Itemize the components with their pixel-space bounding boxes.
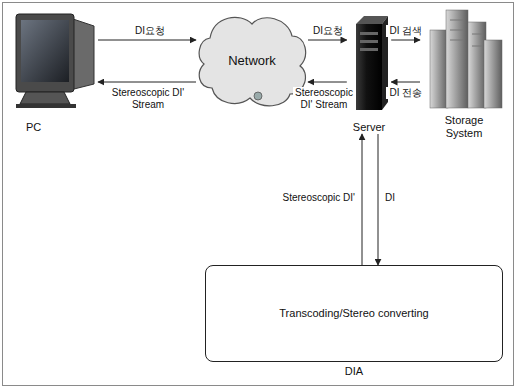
dia-box: Transcoding/Stereo convertingDIA: [205, 265, 503, 362]
arrow-connector: [98, 82, 196, 83]
node-label: Storage System: [434, 114, 494, 140]
edge-label: Stereoscopic DI' Stream: [293, 87, 355, 111]
arrow-connector: [378, 134, 379, 265]
pc-node: PC: [10, 6, 98, 134]
arrow-connector: [362, 134, 363, 265]
arrow-connector: [308, 82, 347, 83]
node-heading: DIA: [206, 365, 502, 378]
pc-illustration: [16, 14, 94, 108]
edge-label: DI 전송: [386, 87, 426, 99]
arrow-connector: [391, 40, 420, 41]
edge-label: DI 검색: [386, 25, 426, 37]
storage-node: Storage System: [420, 6, 508, 140]
node-label: PC: [26, 121, 41, 134]
arrow-connector: [391, 82, 420, 83]
network-cloud: Network: [196, 8, 308, 113]
storage-illustration: [430, 10, 502, 108]
arrow-connector: [308, 40, 347, 41]
edge-label: DI요청: [300, 25, 356, 37]
edge-label: DI: [384, 192, 414, 204]
edge-label: Stereoscopic DI': [262, 192, 356, 204]
node-label: Network: [228, 54, 276, 67]
arrow-connector: [98, 40, 196, 41]
server-illustration: [356, 16, 388, 110]
node-label: Server: [353, 121, 385, 134]
node-label: Transcoding/Stereo converting: [279, 307, 428, 320]
edge-label: Stereoscopic DI' Stream: [110, 87, 186, 111]
edge-label: DI요청: [120, 25, 180, 37]
